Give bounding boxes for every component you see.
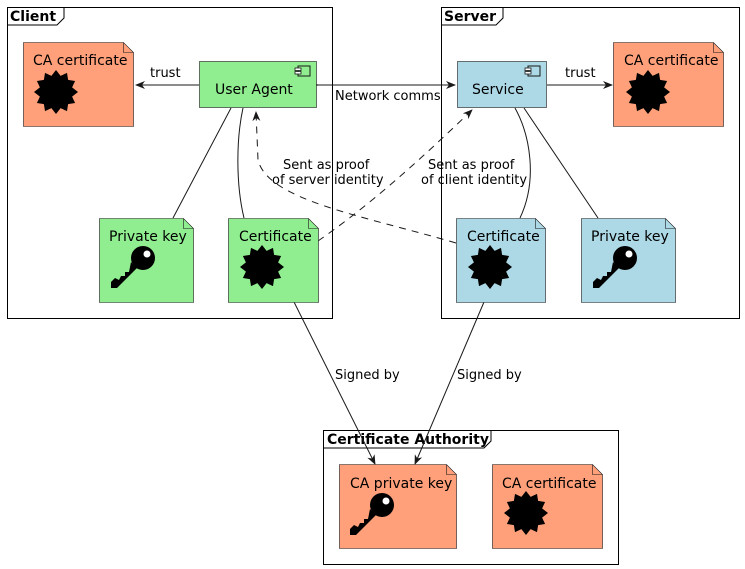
ua-certificate-edge (237, 107, 245, 219)
ca-private-key-note: CA private key (339, 464, 457, 549)
server-frame: Server (441, 7, 740, 319)
server-ca-certificate-label: CA certificate (624, 53, 718, 69)
service-component: Service (457, 61, 547, 108)
server-proof-label-line2: of server identity (272, 173, 384, 188)
service-certificate-edge (514, 107, 531, 219)
ca-frame-title: Certificate Authority (327, 432, 489, 448)
ua-private-key-edge (172, 107, 232, 219)
edges (135, 81, 613, 465)
client-certificate-label: Certificate (239, 229, 312, 245)
client-private-key-note: Private key (99, 218, 194, 303)
server-identity-proof-edge (252, 111, 457, 244)
client-certificate-note: Certificate (228, 218, 319, 303)
ca-certificate-note: CA certificate (492, 464, 603, 549)
client-ca-certificate-label: CA certificate (33, 53, 127, 69)
server-ca-certificate-note: CA certificate (613, 42, 724, 127)
client-trust-label: trust (150, 66, 181, 81)
client-identity-proof-edge (317, 109, 473, 242)
ca-private-key-label: CA private key (350, 476, 452, 492)
server-certificate-note: Certificate (456, 218, 546, 303)
user-agent-component: User Agent (199, 61, 317, 108)
service-private-key-edge (523, 107, 599, 219)
ca-certificate-label: CA certificate (502, 476, 596, 492)
server-frame-title: Server (444, 9, 496, 25)
server-certificate-label: Certificate (467, 229, 540, 245)
service-label: Service (472, 82, 524, 98)
server-signed-edge (414, 301, 485, 465)
client-signed-edge (293, 301, 376, 465)
ca-frame: Certificate Authority (323, 430, 619, 565)
client-proof-label-line1: Sent as proof (428, 158, 515, 173)
server-private-key-note: Private key (581, 218, 676, 303)
server-proof-label-line1: Sent as proof (283, 158, 370, 173)
client-proof-label-line2: of client identity (421, 173, 527, 188)
edge-labels: trust trust Network comms Sent as proof … (150, 66, 596, 383)
server-private-key-label: Private key (591, 229, 669, 245)
client-signed-label: Signed by (335, 368, 400, 383)
server-trust-label: trust (565, 66, 596, 81)
network-comms-label: Network comms (335, 89, 441, 104)
client-frame-title: Client (10, 9, 56, 25)
client-frame: Client (7, 7, 333, 319)
client-private-key-label: Private key (109, 229, 187, 245)
client-ca-certificate-note: CA certificate (23, 42, 134, 127)
user-agent-label: User Agent (215, 82, 293, 98)
server-signed-label: Signed by (457, 368, 522, 383)
